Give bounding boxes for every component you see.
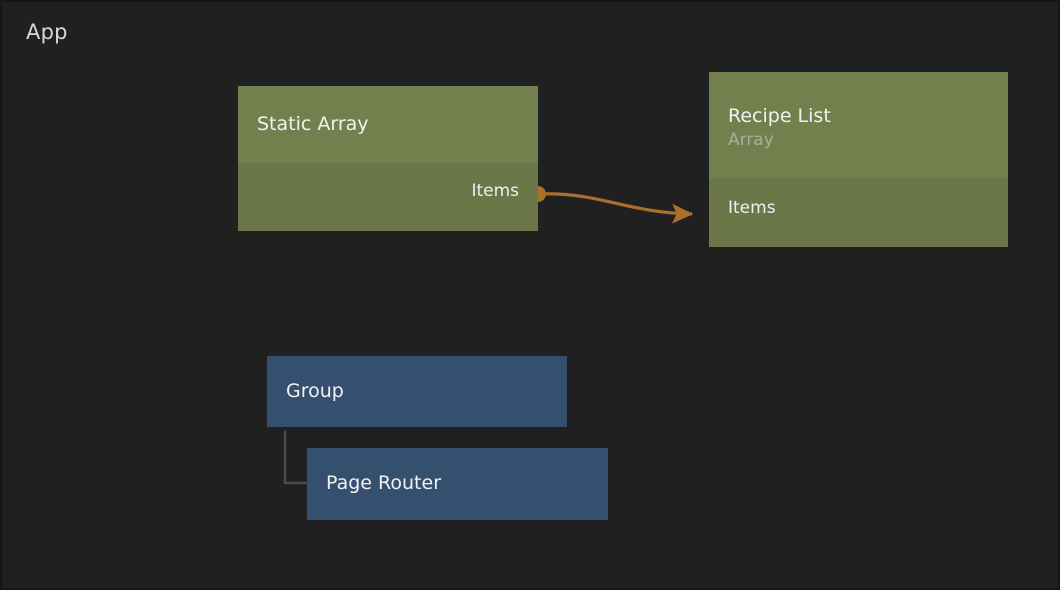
node-header[interactable]: Static Array bbox=[238, 86, 538, 163]
node-title: Static Array bbox=[257, 112, 369, 135]
node-subtitle: Array bbox=[728, 129, 774, 150]
node-header[interactable]: Recipe List Array bbox=[709, 72, 1008, 178]
connection-group-to-page-router bbox=[283, 430, 308, 485]
node-header[interactable]: Page Router bbox=[307, 448, 608, 520]
node-recipe-list[interactable]: Recipe List Array Items bbox=[709, 72, 1008, 247]
node-static-array[interactable]: Static Array Items bbox=[238, 86, 538, 231]
node-body[interactable]: Items bbox=[238, 163, 538, 231]
node-body[interactable]: Items bbox=[709, 178, 1008, 247]
node-title: Recipe List bbox=[728, 104, 831, 127]
node-title: Page Router bbox=[326, 472, 442, 495]
output-port-items[interactable]: Items bbox=[471, 181, 519, 201]
page-title: App bbox=[26, 20, 68, 44]
node-group[interactable]: Group bbox=[267, 356, 567, 427]
input-port-items[interactable]: Items bbox=[728, 198, 776, 218]
node-header[interactable]: Group bbox=[267, 356, 567, 427]
connection-static-array-to-recipe-list[interactable] bbox=[530, 186, 694, 224]
node-title: Group bbox=[286, 379, 344, 402]
node-page-router[interactable]: Page Router bbox=[307, 448, 608, 520]
connection-curve bbox=[541, 192, 694, 224]
tree-elbow-line bbox=[283, 430, 308, 485]
